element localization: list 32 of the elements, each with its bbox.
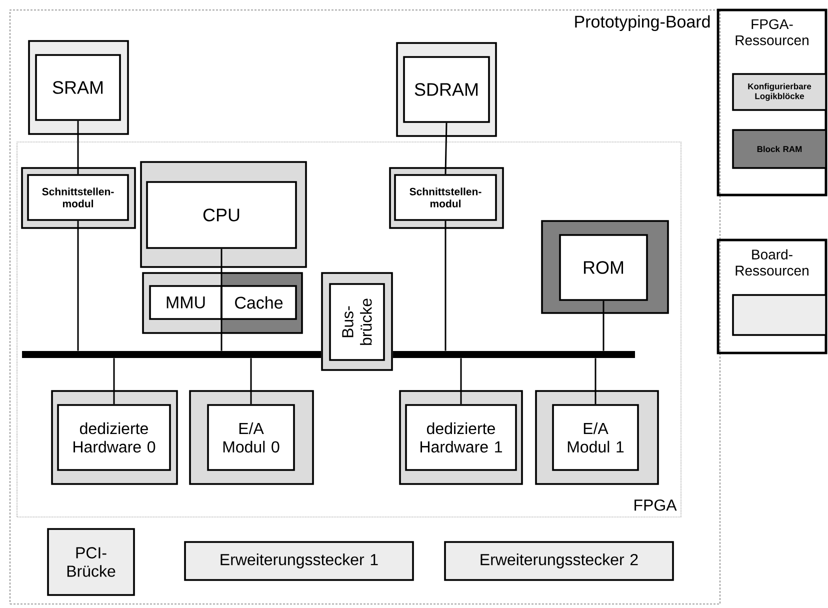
connector-line bbox=[250, 358, 252, 404]
module-box: dedizierte Hardware 0 bbox=[51, 390, 178, 485]
module-box: SDRAM bbox=[396, 42, 497, 137]
module-box: Schnittstellen- modul bbox=[21, 167, 136, 229]
module-box: Cache bbox=[220, 273, 302, 333]
resource-box: Erweiterungsstecker 1 bbox=[184, 541, 414, 581]
module-box: Schnittstellen- modul bbox=[389, 167, 504, 229]
module-box: ROM bbox=[541, 220, 669, 314]
resource-box: Erweiterungsstecker 2 bbox=[444, 541, 674, 581]
bus-bar bbox=[393, 351, 635, 358]
bus-bar bbox=[22, 351, 321, 358]
module-box: CPU bbox=[140, 161, 307, 268]
module-box: SRAM bbox=[28, 40, 129, 135]
connector-line bbox=[444, 220, 446, 351]
module-box: Bus- brücke bbox=[321, 272, 393, 371]
resource-box: PCI- Brücke bbox=[47, 528, 135, 596]
swatch-box bbox=[732, 294, 827, 336]
connector-line bbox=[77, 120, 79, 174]
connector-line bbox=[460, 358, 462, 404]
legend-box: Board- Ressourcen bbox=[716, 238, 828, 354]
connector-line bbox=[77, 220, 79, 351]
connector-line bbox=[602, 300, 604, 351]
resource-box: Block RAM bbox=[732, 129, 827, 169]
connector-line bbox=[594, 358, 596, 404]
connector-line bbox=[220, 248, 222, 351]
module-box: E/A Modul 1 bbox=[535, 390, 659, 485]
connector-line bbox=[444, 122, 448, 174]
resource-box: Konfigurierbare Logikblöcke bbox=[732, 73, 827, 111]
module-box: MMU bbox=[143, 273, 222, 333]
module-box: dedizierte Hardware 1 bbox=[399, 390, 523, 485]
module-box: E/A Modul 0 bbox=[189, 390, 314, 485]
connector-line bbox=[113, 358, 115, 404]
